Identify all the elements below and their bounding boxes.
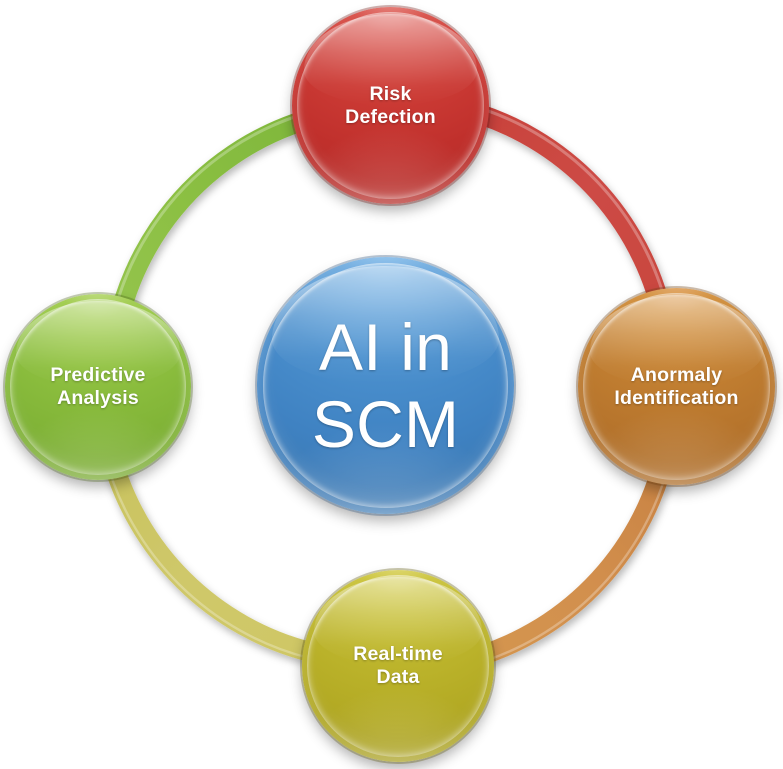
arc-top-right xyxy=(463,100,673,320)
node-anormaly-identification-label: Anormaly Identification xyxy=(608,364,744,409)
arc-bottom-left xyxy=(101,452,313,662)
node-predictive-analysis-line1: Predictive xyxy=(50,364,146,387)
node-anormaly-identification-line2: Identification xyxy=(614,386,739,409)
node-real-time-data-line1: Real-time xyxy=(353,643,443,666)
node-real-time-data-label: Real-time Data xyxy=(347,643,449,688)
node-risk-defection-line1: Risk xyxy=(369,82,412,105)
node-anormaly-identification[interactable]: Anormaly Identification xyxy=(578,288,775,485)
node-real-time-data[interactable]: Real-time Data xyxy=(302,570,494,762)
arc-bottom-right xyxy=(463,456,674,670)
node-predictive-analysis[interactable]: Predictive Analysis xyxy=(5,294,191,480)
arc-bottom-right-highlight xyxy=(467,458,672,668)
node-real-time-data-line2: Data xyxy=(376,666,420,688)
node-anormaly-identification-line1: Anormaly xyxy=(630,363,723,386)
center-node-ai-in-scm[interactable]: AI in SCM xyxy=(257,257,514,514)
node-risk-defection[interactable]: Risk Defection xyxy=(292,7,489,204)
center-node-label: AI in SCM xyxy=(311,309,460,461)
node-predictive-analysis-line2: Analysis xyxy=(57,387,139,409)
arc-bottom-left-highlight xyxy=(103,455,310,660)
node-risk-defection-label: Risk Defection xyxy=(339,83,442,128)
arc-top-right-highlight xyxy=(465,102,671,317)
node-risk-defection-line2: Defection xyxy=(345,105,436,128)
node-predictive-analysis-label: Predictive Analysis xyxy=(44,364,151,409)
